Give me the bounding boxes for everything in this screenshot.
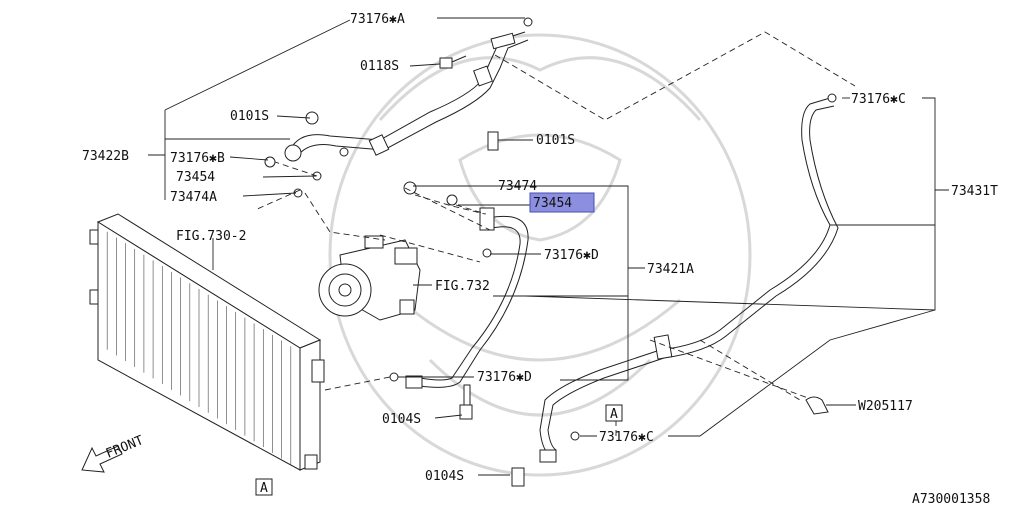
ref-box-a-left xyxy=(255,478,273,496)
hose-73421a xyxy=(389,131,529,420)
label-73454-left[interactable]: 73454 xyxy=(176,170,215,185)
highlighted-part-box xyxy=(529,192,595,213)
pipe-73431t xyxy=(511,93,839,487)
label-73176a[interactable]: 73176✱A xyxy=(350,12,405,27)
label-0101s-left[interactable]: 0101S xyxy=(230,109,269,124)
ref-box-a-right xyxy=(605,404,623,422)
label-0101s-mid[interactable]: 0101S xyxy=(536,133,575,148)
leader-lines xyxy=(148,17,949,476)
label-73431t[interactable]: 73431T xyxy=(951,184,998,199)
label-73474a[interactable]: 73474A xyxy=(170,190,217,205)
label-fig-732[interactable]: FIG.732 xyxy=(435,279,490,294)
compressor xyxy=(318,235,421,321)
label-73474[interactable]: 73474 xyxy=(498,179,537,194)
dashed-guides xyxy=(254,31,856,440)
label-fig-730-2[interactable]: FIG.730-2 xyxy=(176,229,246,244)
label-0104s-bottom[interactable]: 0104S xyxy=(425,469,464,484)
label-73422b[interactable]: 73422B xyxy=(82,149,129,164)
label-73454-highlighted[interactable]: 73454 xyxy=(533,196,572,211)
front-arrow-icon xyxy=(81,445,123,473)
label-73176c-bottom[interactable]: 73176✱C xyxy=(599,430,654,445)
label-0104s-mid[interactable]: 0104S xyxy=(382,412,421,427)
ref-a-right-text: A xyxy=(610,407,618,422)
label-73176b[interactable]: 73176✱B xyxy=(170,151,225,166)
label-0118s[interactable]: 0118S xyxy=(360,59,399,74)
ref-a-left-text: A xyxy=(260,481,268,496)
part-labels: 73176✱A 0118S 0101S 73422B 73176✱B 73454… xyxy=(82,12,998,507)
hose-73422b xyxy=(264,17,533,198)
label-73176d-lower[interactable]: 73176✱D xyxy=(477,370,532,385)
label-73176d-upper[interactable]: 73176✱D xyxy=(544,248,599,263)
condenser xyxy=(89,213,325,471)
label-73176c-top[interactable]: 73176✱C xyxy=(851,92,906,107)
diagram-id: A730001358 xyxy=(912,492,990,507)
label-w205117[interactable]: W205117 xyxy=(858,399,913,414)
label-73421a[interactable]: 73421A xyxy=(647,262,694,277)
label-front: FRONT xyxy=(104,433,146,462)
